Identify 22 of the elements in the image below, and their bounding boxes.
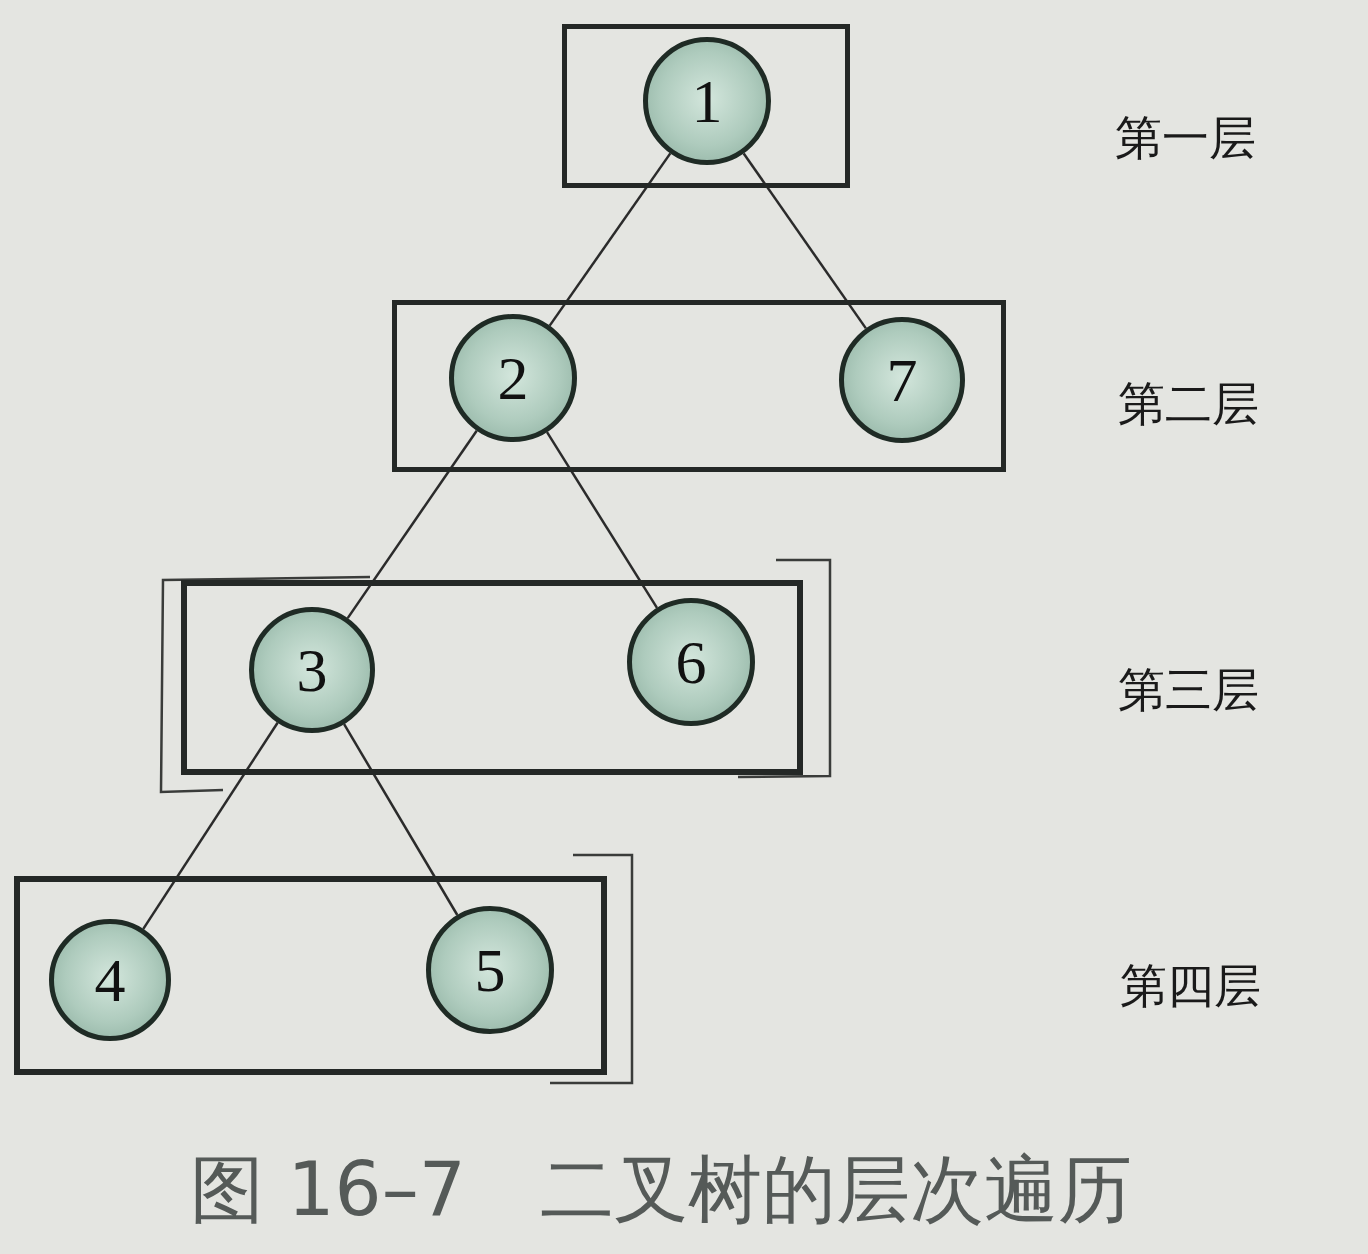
connector-line	[545, 431, 659, 609]
connector-line	[548, 152, 672, 327]
level-label: 第二层	[1118, 380, 1259, 427]
connector-line	[346, 430, 478, 619]
connector-line	[142, 722, 279, 930]
level-box	[392, 300, 1006, 472]
tree-node: 7	[839, 317, 965, 443]
level-label: 第四层	[1120, 962, 1261, 1009]
tree-node: 5	[426, 906, 554, 1034]
tree-node: 6	[627, 598, 755, 726]
connector-line	[742, 152, 867, 330]
tree-node: 1	[643, 37, 771, 165]
figure-caption: 图 16–7 二叉树的层次遍历	[190, 1152, 1132, 1226]
connector-line	[343, 723, 459, 916]
level-box	[14, 876, 607, 1075]
tree-node: 4	[49, 919, 171, 1041]
level-label: 第一层	[1115, 114, 1256, 161]
level-box	[562, 24, 850, 188]
level-box	[181, 580, 803, 775]
level-label: 第三层	[1118, 666, 1259, 713]
tree-node: 3	[249, 607, 375, 733]
tree-node: 2	[449, 314, 577, 442]
